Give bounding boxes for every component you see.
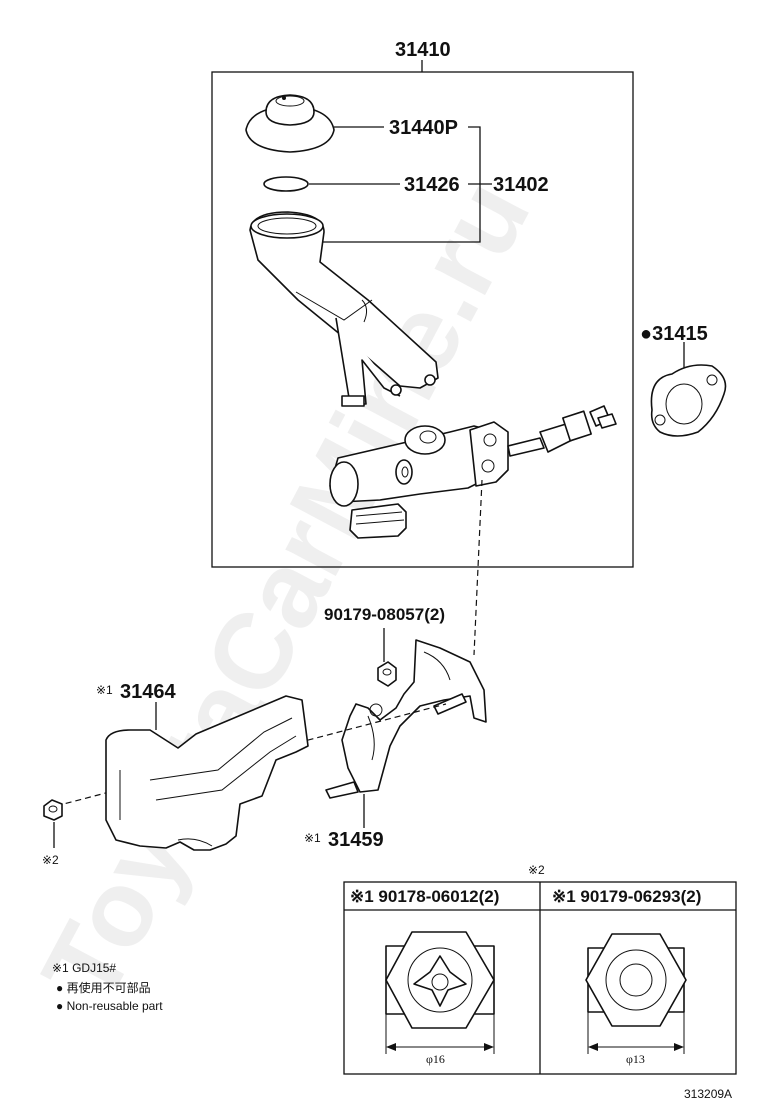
dim-col2: φ13	[626, 1052, 645, 1066]
table-col2-header[interactable]: ※1 90179-06293(2)	[552, 887, 701, 906]
label-31464[interactable]: 31464	[120, 681, 176, 703]
note-en: ● Non-reusable part	[56, 999, 163, 1013]
label-31402[interactable]: 31402	[493, 174, 549, 196]
table-col1-header[interactable]: ※1 90178-06012(2)	[350, 887, 499, 906]
gasket[interactable]	[650, 364, 727, 437]
left-nut[interactable]	[43, 799, 63, 821]
mark-31464: ※1	[96, 683, 113, 697]
reservoir-diaphragm[interactable]	[263, 176, 309, 192]
mark-31459: ※1	[304, 831, 321, 845]
label-31426[interactable]: 31426	[404, 174, 460, 196]
mark-left-nut: ※2	[42, 853, 59, 867]
label-31410[interactable]: 31410	[395, 39, 451, 61]
note-gdj15: ※1 GDJ15#	[52, 961, 116, 975]
master-cylinder[interactable]	[329, 405, 617, 539]
reservoir-cap[interactable]	[245, 94, 335, 153]
reservoir-tank[interactable]	[249, 211, 439, 407]
flange-nut[interactable]	[377, 661, 397, 687]
detail-table	[343, 881, 737, 1075]
table-title: ※2	[528, 863, 545, 877]
label-31459[interactable]: 31459	[328, 829, 384, 851]
label-90179-08057[interactable]: 90179-08057(2)	[324, 605, 445, 624]
bolt-90178-icon	[385, 931, 495, 1029]
dim-col1: φ16	[426, 1052, 445, 1066]
note-jp: ● 再使用不可部品	[56, 980, 151, 995]
label-31415[interactable]: ●31415	[640, 323, 708, 345]
pedal-bracket[interactable]	[325, 639, 487, 799]
bracket-left[interactable]	[105, 695, 309, 851]
label-31440P[interactable]: 31440P	[389, 117, 458, 139]
figure-code: 313209A	[684, 1087, 732, 1101]
nut-90179-icon	[585, 933, 687, 1027]
